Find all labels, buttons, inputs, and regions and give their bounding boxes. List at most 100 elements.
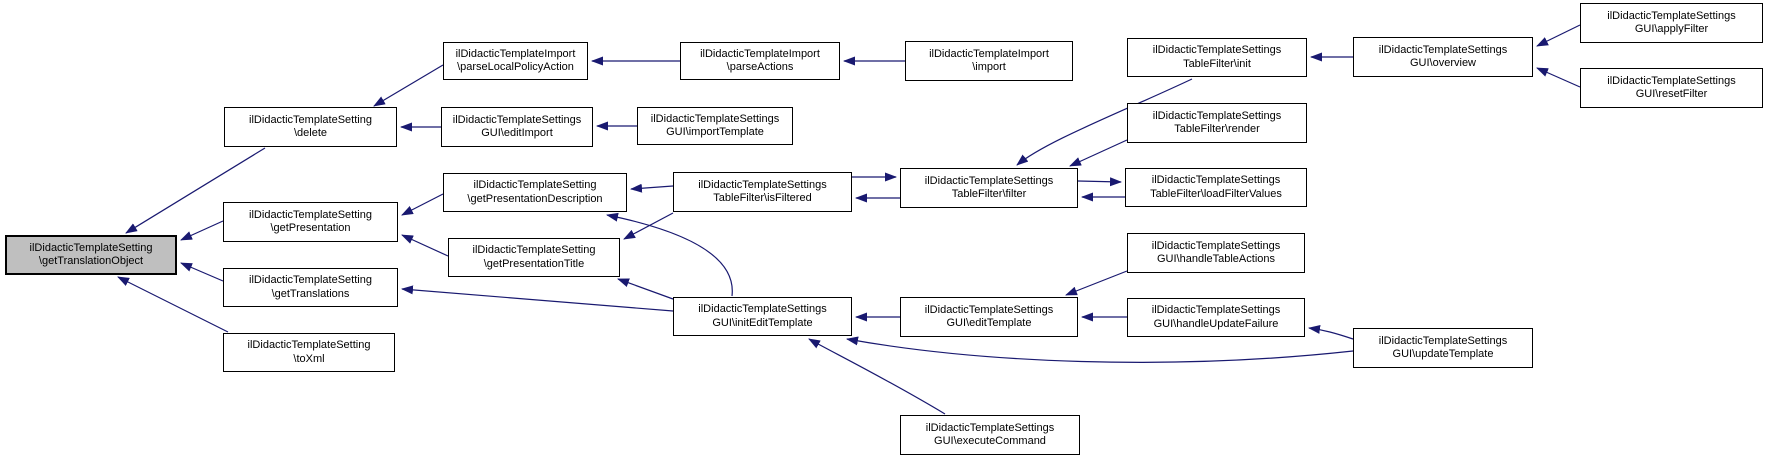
node-label-line2: GUI\editTemplate — [946, 317, 1032, 329]
node-label-line1: ilDidacticTemplateSettings — [1607, 9, 1736, 22]
graph-edge-init-to-filter — [1016, 78, 1193, 166]
node-label-line1: ilDidacticTemplateImport — [700, 47, 820, 60]
node-label-line1: ilDidacticTemplateSetting — [472, 244, 596, 256]
graph-node-import[interactable]: ilDidacticTemplateImport\import — [905, 41, 1073, 81]
graph-node-delete[interactable]: ilDidacticTemplateSetting\delete — [224, 107, 397, 147]
graph-edge-getPresentation-to-getTranslationObject — [180, 220, 224, 241]
node-label-line2: GUI\editImport — [481, 127, 553, 139]
node-label-line2: \toXml — [293, 352, 325, 365]
graph-node-getPresentationDescription[interactable]: ilDidacticTemplateSetting\getPresentatio… — [443, 173, 627, 212]
graph-edge-isFiltered-to-getPresentationDescription — [630, 183, 674, 193]
node-label-line2: GUI\applyFilter — [1634, 23, 1709, 35]
graph-node-getPresentation[interactable]: ilDidacticTemplateSetting\getPresentatio… — [223, 202, 398, 242]
node-label-line1: ilDidacticTemplateSetting — [249, 274, 372, 286]
node-label-line1: ilDidacticTemplateSettings — [1151, 304, 1281, 316]
node-label-line2: TableFilter\filter — [951, 188, 1027, 200]
node-label-line2: \getTranslationObject — [38, 255, 144, 267]
node-label-line2: GUI\executeCommand — [934, 435, 1046, 447]
graph-edge-resetFilter-to-overview — [1536, 67, 1581, 88]
graph-edge-filter-to-loadFilterValues — [1077, 177, 1122, 187]
node-label-line1: ilDidacticTemplateSettings — [1152, 44, 1282, 56]
graph-edge-updateTemplate-to-handleUpdateFailure — [1308, 324, 1354, 340]
node-label-line1: ilDidacticTemplateSettings — [698, 178, 827, 191]
node-label-line2: \import — [972, 61, 1006, 73]
node-label-line2: TableFilter\render — [1174, 123, 1260, 135]
graph-node-getTranslations[interactable]: ilDidacticTemplateSetting\getTranslation… — [223, 268, 398, 307]
node-label-line2: \delete — [293, 127, 328, 139]
graph-edge-getPresentationDescription-to-getPresentation — [401, 193, 444, 216]
node-label-line1: ilDidacticTemplateSettings — [924, 303, 1054, 316]
node-label-line2: GUI\handleTableActions — [1156, 253, 1275, 265]
node-label-line2: \parseLocalPolicyAction — [457, 61, 574, 73]
node-label-line1: ilDidacticTemplateImport — [455, 47, 576, 60]
graph-edge-getTranslations-to-getTranslationObject — [180, 262, 224, 282]
node-label-line2: TableFilter\loadFilterValues — [1150, 187, 1282, 200]
node-label-line1: ilDidacticTemplateImport — [929, 47, 1049, 60]
graph-edge-render-to-filter — [1069, 139, 1128, 167]
node-label-line2: \getPresentationDescription — [467, 192, 603, 205]
node-label-line2: TableFilter\init — [1183, 57, 1251, 70]
node-label-line1: ilDidacticTemplateSettings — [1378, 43, 1508, 56]
node-label-line2: \getPresentation — [270, 222, 351, 234]
node-label-line1: ilDidacticTemplateSettings — [1151, 174, 1281, 186]
node-label-line1: ilDidacticTemplateSetting — [247, 339, 371, 351]
graph-edge-getPresentationTitle-to-getPresentation — [401, 234, 449, 257]
graph-node-parseActions[interactable]: ilDidacticTemplateImport\parseActions — [680, 42, 840, 80]
graph-edge-toXml-to-getTranslationObject — [117, 276, 229, 333]
node-label-line1: ilDidacticTemplateSetting — [473, 179, 597, 191]
node-label-line1: ilDidacticTemplateSettings — [1151, 239, 1281, 252]
graph-edge-executeCommand-to-initEditTemplate — [808, 338, 946, 415]
graph-edge-isFiltered-to-getPresentationTitle — [623, 212, 674, 240]
node-label-line1: ilDidacticTemplateSettings — [1152, 109, 1282, 122]
node-label-line2: GUI\updateTemplate — [1392, 348, 1494, 360]
graph-edge-initEditTemplate-to-getPresentationDescription — [606, 212, 733, 297]
node-label-line2: GUI\importTemplate — [666, 126, 764, 138]
node-label-line1: ilDidacticTemplateSettings — [925, 421, 1055, 434]
graph-node-getTranslationObject[interactable]: ilDidacticTemplateSetting\getTranslation… — [5, 235, 177, 275]
node-label-line1: ilDidacticTemplateSetting — [249, 208, 372, 221]
node-label-line2: GUI\initEditTemplate — [712, 316, 813, 329]
graph-edge-initEditTemplate-to-getPresentationTitle — [617, 278, 674, 300]
node-label-line1: ilDidacticTemplateSettings — [1607, 74, 1736, 87]
node-label-line1: ilDidacticTemplateSettings — [452, 113, 582, 126]
node-label-line1: ilDidacticTemplateSetting — [249, 113, 372, 126]
graph-edge-parseLocalPolicyAction-to-delete — [373, 64, 444, 107]
graph-edge-handleTableActions-to-editTemplate — [1065, 270, 1128, 296]
node-label-line2: \getPresentationTitle — [483, 257, 585, 270]
node-label-line2: TableFilter\isFiltered — [713, 192, 812, 204]
graph-node-parseLocalPolicyAction[interactable]: ilDidacticTemplateImport\parseLocalPolic… — [443, 42, 588, 80]
node-label-line2: GUI\overview — [1409, 57, 1477, 69]
node-label-line2: GUI\resetFilter — [1635, 88, 1708, 100]
node-label-line1: ilDidacticTemplateSettings — [698, 303, 827, 315]
node-label-line2: \parseActions — [726, 61, 794, 73]
node-label-line2: GUI\handleUpdateFailure — [1153, 317, 1279, 330]
graph-edge-updateTemplate-to-initEditTemplate — [846, 336, 1354, 363]
graph-edge-applyFilter-to-overview — [1536, 24, 1581, 47]
graph-edge-initEditTemplate-to-getTranslations — [401, 285, 674, 312]
node-label-line1: ilDidacticTemplateSettings — [924, 174, 1054, 187]
graph-node-getPresentationTitle[interactable]: ilDidacticTemplateSetting\getPresentatio… — [448, 238, 620, 277]
node-label-line1: ilDidacticTemplateSettings — [650, 112, 780, 125]
graph-node-toXml[interactable]: ilDidacticTemplateSetting\toXml — [223, 333, 395, 372]
node-label-line2: \getTranslations — [271, 287, 350, 300]
node-label-line1: ilDidacticTemplateSettings — [1378, 334, 1508, 347]
node-label-line1: ilDidacticTemplateSetting — [29, 241, 153, 254]
graph-edge-delete-to-getTranslationObject — [125, 147, 266, 234]
